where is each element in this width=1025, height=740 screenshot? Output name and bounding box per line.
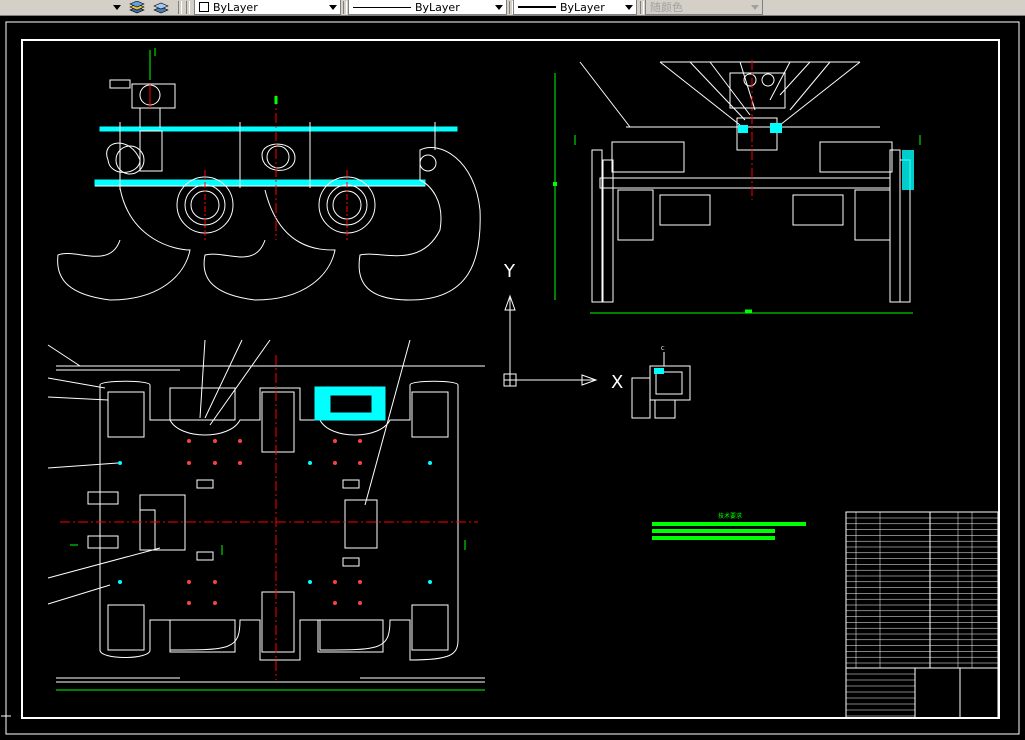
technical-requirements: 技术要求 <box>652 512 806 540</box>
lineweight-combo-value: ByLayer <box>560 0 605 14</box>
plotstyle-combo-value: 随颜色 <box>650 1 683 14</box>
lineweight-control-combo[interactable]: ByLayer <box>513 0 637 15</box>
side-view <box>553 60 914 314</box>
ucs-icon <box>503 294 598 387</box>
plan-view <box>47 339 485 691</box>
plotstyle-control-combo: 随颜色 <box>645 0 763 15</box>
detail-view-label: C <box>661 346 665 352</box>
ucs-x-label: X <box>611 372 623 393</box>
tech-req-title: 技术要求 <box>718 512 742 520</box>
toolbar-separator <box>186 1 190 14</box>
toolbar-separator <box>178 1 182 14</box>
properties-toolbar: ByLayer ByLayer ByLayer 随颜色 <box>0 0 1025 16</box>
ucs-y-label: Y <box>503 261 516 282</box>
linetype-control-combo[interactable]: ByLayer <box>348 0 507 15</box>
detail-view-c <box>631 352 691 419</box>
layer-states-button[interactable] <box>152 0 172 15</box>
green-dimension-markers <box>70 48 921 555</box>
chevron-down-icon <box>751 5 759 10</box>
plan-view-holes <box>118 439 432 605</box>
linetype-sample <box>353 6 411 8</box>
drawing-border <box>5 21 1020 735</box>
title-block <box>845 511 999 719</box>
toolbar-separator <box>343 1 347 14</box>
color-combo-value: ByLayer <box>213 0 258 14</box>
layer-dropdown-button[interactable] <box>110 0 124 15</box>
drawing-canvas[interactable]: Y X C 技术要求 <box>0 16 1025 740</box>
linetype-combo-value: ByLayer <box>415 0 460 14</box>
chevron-down-icon <box>113 5 121 10</box>
chevron-down-icon <box>495 5 503 10</box>
layers-icon <box>153 2 169 13</box>
front-view <box>57 50 481 301</box>
color-swatch <box>199 2 209 12</box>
toolbar-separator <box>640 1 644 14</box>
chevron-down-icon <box>329 5 337 10</box>
layer-previous-button[interactable] <box>128 0 148 15</box>
chevron-down-icon <box>625 5 633 10</box>
lineweight-sample <box>518 6 556 8</box>
layers-stack-icon <box>129 0 145 13</box>
color-control-combo[interactable]: ByLayer <box>194 0 341 15</box>
toolbar-separator <box>509 1 513 14</box>
